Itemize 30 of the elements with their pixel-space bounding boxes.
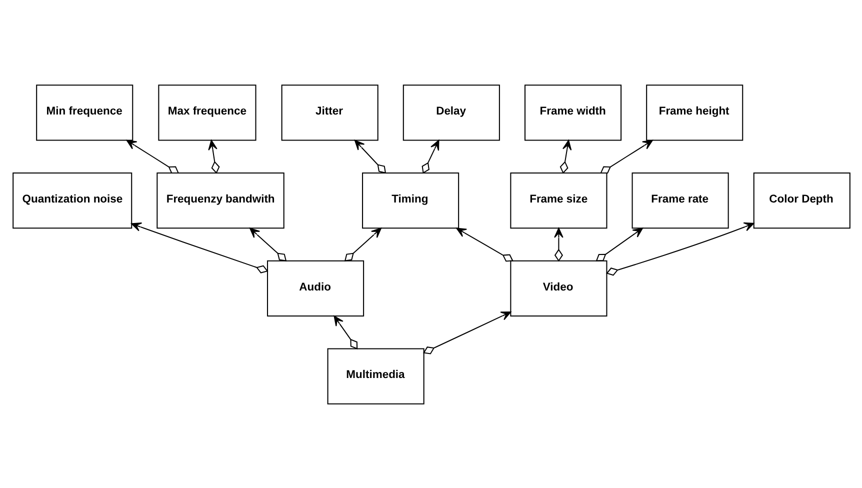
arrow xyxy=(595,227,643,261)
arrow xyxy=(606,222,754,276)
node-box: Video xyxy=(510,260,607,316)
node-box: Frequenzy bandwith xyxy=(156,172,284,228)
arrow xyxy=(249,227,286,261)
node-box: Multimedia xyxy=(326,348,424,404)
node-box: Quantization noise xyxy=(12,172,132,228)
node-box: Timing xyxy=(362,172,459,228)
node-box: Min frequence xyxy=(36,84,133,140)
arrow xyxy=(126,139,179,174)
arrow xyxy=(333,315,358,349)
arrow xyxy=(456,227,513,262)
node-box: Frame rate xyxy=(631,172,728,228)
arrow xyxy=(344,227,382,261)
node-box: Audio xyxy=(266,260,364,316)
arrow xyxy=(600,139,652,174)
node-box: Jitter xyxy=(280,84,378,140)
node-box: Delay xyxy=(402,84,500,140)
arrow xyxy=(130,222,268,273)
arrow xyxy=(421,139,439,174)
node-box: Max frequence xyxy=(158,84,256,140)
node-box: Color Depth xyxy=(752,172,850,228)
node-box: Frame height xyxy=(646,84,743,140)
node-box: Frame width xyxy=(524,84,622,140)
node-box: Frame size xyxy=(510,172,607,228)
arrow xyxy=(208,139,220,174)
arrow xyxy=(554,227,563,262)
arrow xyxy=(354,139,386,174)
arrow xyxy=(559,139,572,174)
arrow xyxy=(422,311,511,354)
